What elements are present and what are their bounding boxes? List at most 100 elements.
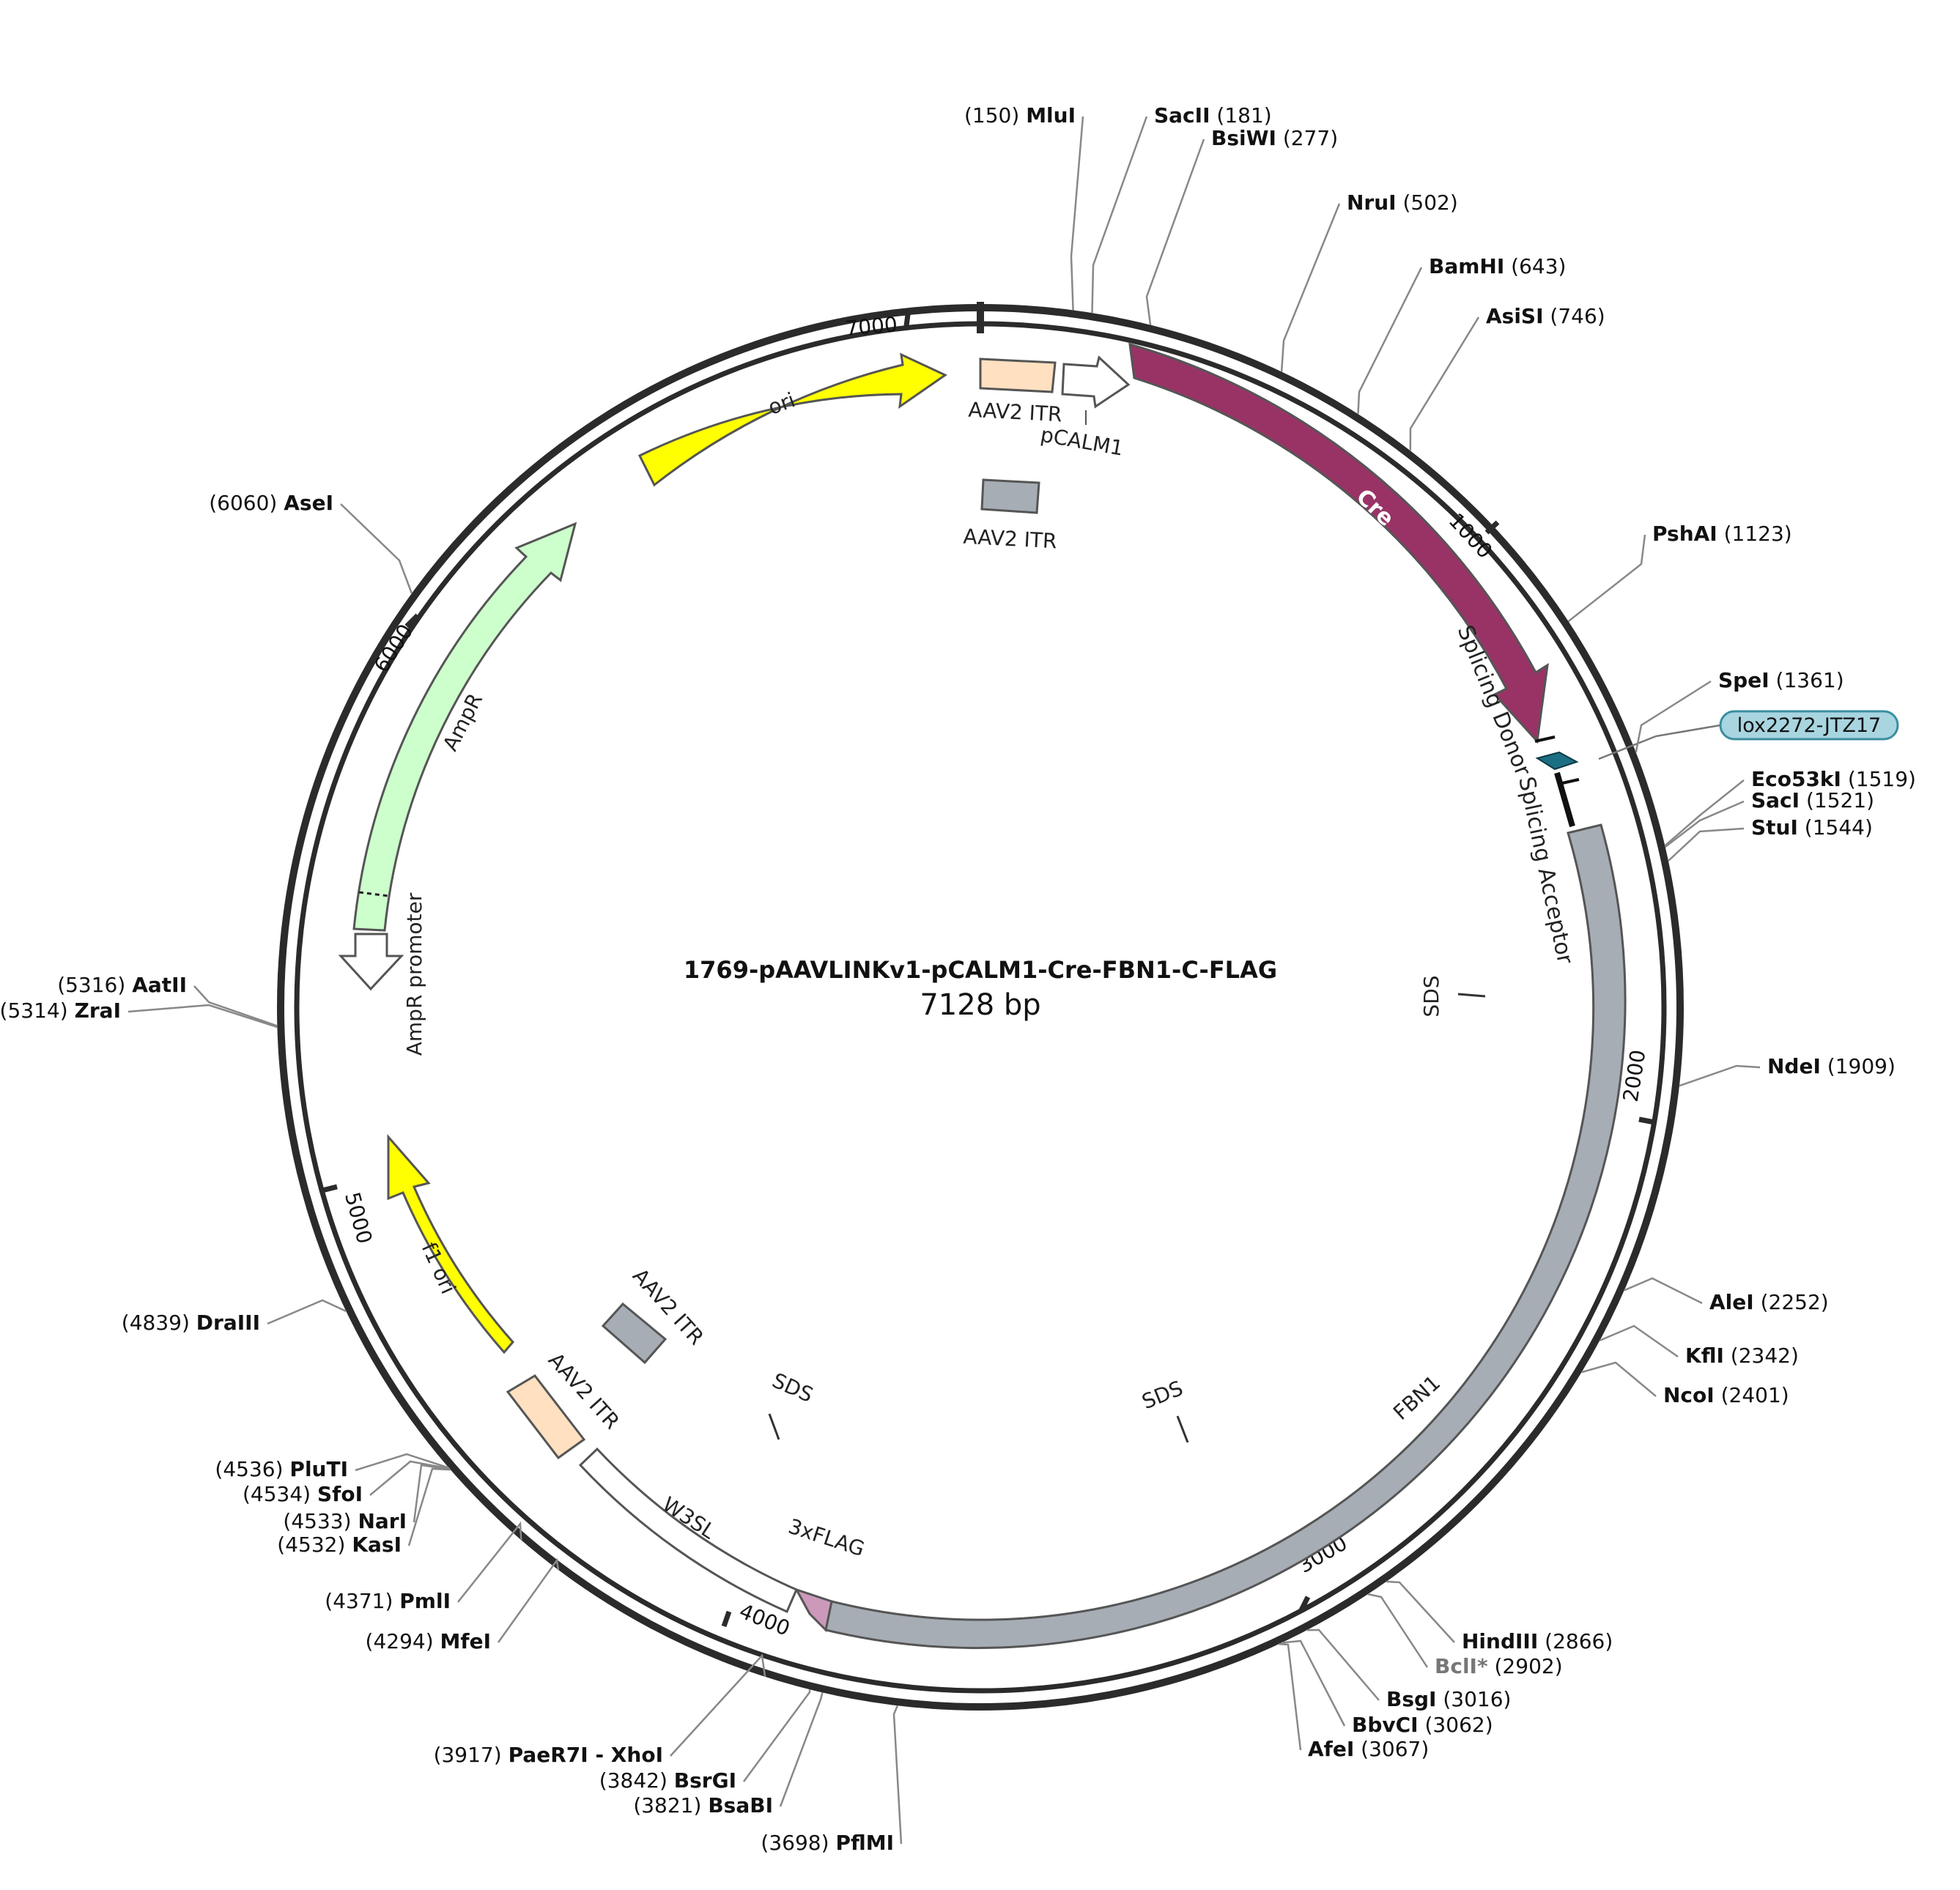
tick-mark	[404, 613, 420, 629]
site-name: AsiSI	[1486, 304, 1544, 328]
site-position: (643)	[1504, 254, 1566, 278]
site-label[interactable]: (4839) DraIII	[122, 1311, 260, 1335]
feature-f1-ori-arrow[interactable]	[387, 1134, 514, 1354]
tick-mark	[903, 308, 911, 327]
site-name: PmlI	[399, 1589, 451, 1613]
site-position: (1544)	[1798, 815, 1873, 840]
site-label[interactable]: (4294) MfeI	[366, 1629, 491, 1653]
site-label[interactable]: AsiSI (746)	[1486, 304, 1605, 328]
site-position: (3917)	[434, 1743, 509, 1767]
site-label[interactable]: (3842) BsrGI	[599, 1768, 736, 1793]
sds-marker	[1457, 993, 1486, 998]
site-label[interactable]: SacI (1521)	[1751, 788, 1874, 812]
site-leader	[742, 1689, 811, 1782]
feature-3xflag-arrow[interactable]	[794, 1587, 833, 1633]
site-label[interactable]: HindIII (2866)	[1462, 1629, 1613, 1653]
feature-3xflag-label: 3xFLAG	[785, 1514, 868, 1561]
feature-lox2272-marker[interactable]	[1535, 751, 1579, 771]
site-label[interactable]: KflI (2342)	[1685, 1344, 1799, 1368]
site-position: (1519)	[1841, 767, 1916, 791]
site-label[interactable]: (3821) BsaBI	[633, 1793, 773, 1817]
site-label[interactable]: NruI (502)	[1347, 190, 1458, 215]
site-label[interactable]: BsiWI (277)	[1211, 126, 1338, 150]
feature-aav2-itr-box[interactable]	[601, 1302, 667, 1365]
site-name: NdeI	[1767, 1054, 1821, 1078]
feature-ori-arrow[interactable]	[637, 352, 948, 487]
site-label[interactable]: AleI (2252)	[1709, 1290, 1829, 1314]
site-label[interactable]: SacII (181)	[1154, 103, 1272, 127]
site-leader	[1581, 1361, 1657, 1397]
site-label[interactable]: (4536) PluTI	[215, 1457, 348, 1481]
site-leader	[779, 1692, 824, 1807]
feature-pcalm1-arrow[interactable]	[1061, 355, 1131, 409]
feature-splicing-acceptor-mark	[1558, 778, 1580, 785]
feature-ori-label: ori	[765, 388, 799, 419]
feature-aav2-itr-box[interactable]	[506, 1374, 586, 1460]
site-position: (5314)	[0, 998, 75, 1023]
site-leader	[369, 1460, 450, 1496]
site-name: NruI	[1347, 190, 1397, 215]
feature-splicing-junction	[1554, 771, 1575, 828]
site-name: StuI	[1751, 815, 1798, 840]
site-label[interactable]: Eco53kI (1519)	[1751, 767, 1916, 791]
feature-ampr-promoter-arrow[interactable]	[338, 933, 404, 991]
site-label[interactable]: SpeI (1361)	[1718, 668, 1844, 692]
site-name: HindIII	[1462, 1629, 1538, 1653]
feature-cre-arrow[interactable]	[1128, 342, 1549, 744]
site-label[interactable]: (4532) KasI	[277, 1533, 402, 1557]
site-leader	[1599, 1324, 1679, 1358]
site-label[interactable]: (4371) PmlI	[325, 1589, 451, 1613]
site-name: MluI	[1026, 103, 1076, 127]
site-position: (4536)	[215, 1457, 289, 1481]
site-position: (3067)	[1354, 1737, 1429, 1761]
site-label[interactable]: NcoI (2401)	[1663, 1383, 1789, 1407]
feature-aav2-itr-box[interactable]	[980, 478, 1040, 514]
lox2272-label-box[interactable]	[1719, 710, 1899, 741]
site-leader	[1409, 316, 1480, 451]
site-name: BsrGI	[674, 1768, 736, 1793]
site-label[interactable]: BamHI (643)	[1429, 254, 1566, 278]
site-label[interactable]: BbvCI (3062)	[1352, 1713, 1493, 1737]
site-label[interactable]: BclI* (2902)	[1435, 1654, 1563, 1678]
lox2272-label: lox2272-JTZ17	[1737, 714, 1881, 737]
feature-fbn1-arrow[interactable]	[824, 823, 1627, 1650]
site-label[interactable]: (5316) AatII	[57, 973, 187, 997]
site-label[interactable]: (5314) ZraI	[0, 998, 121, 1023]
site-label[interactable]: (4534) SfoI	[243, 1482, 363, 1506]
site-leader	[1367, 1593, 1429, 1668]
site-position: (2902)	[1488, 1654, 1563, 1678]
site-label[interactable]: (4533) NarI	[283, 1509, 407, 1533]
site-label[interactable]: StuI (1544)	[1751, 815, 1873, 840]
site-leader	[1091, 116, 1148, 314]
feature-w3sl-box[interactable]	[578, 1447, 798, 1613]
feature-aav2-itr-box[interactable]	[979, 357, 1057, 393]
site-position: (2342)	[1724, 1344, 1799, 1368]
feature-ampr-arrow[interactable]	[352, 522, 577, 932]
site-label[interactable]: (150) MluI	[964, 103, 1076, 127]
feature-aav2-itr-label: AAV2 ITR	[968, 398, 1063, 427]
site-leader	[497, 1557, 560, 1643]
site-label[interactable]: NdeI (1909)	[1767, 1054, 1896, 1078]
site-leader	[1664, 779, 1745, 847]
site-label[interactable]: AfeI (3067)	[1308, 1737, 1429, 1761]
site-label[interactable]: (6060) AseI	[209, 491, 333, 515]
site-name: AleI	[1709, 1290, 1754, 1314]
site-leader	[1664, 800, 1745, 848]
map-title: 1769-pAAVLINKv1-pCALM1-Cre-FBN1-C-FLAG	[684, 956, 1277, 984]
site-position: (3062)	[1419, 1713, 1493, 1737]
site-leader	[1679, 1064, 1761, 1087]
site-label[interactable]: (3698) PflMI	[761, 1831, 894, 1855]
site-leader	[355, 1453, 449, 1472]
site-name: NarI	[358, 1509, 407, 1533]
site-name: BamHI	[1429, 254, 1504, 278]
site-label[interactable]: PshAI (1123)	[1652, 522, 1792, 546]
site-name: DraIII	[196, 1311, 260, 1335]
tick-mark	[1298, 1596, 1311, 1613]
site-label[interactable]: (3917) PaeR7I - XhoI	[434, 1743, 663, 1767]
site-name: SfoI	[317, 1482, 363, 1506]
site-position: (2866)	[1538, 1629, 1613, 1653]
site-name: AfeI	[1308, 1737, 1354, 1761]
site-position: (4371)	[325, 1589, 399, 1613]
site-label[interactable]: BsgI (3016)	[1386, 1687, 1511, 1711]
